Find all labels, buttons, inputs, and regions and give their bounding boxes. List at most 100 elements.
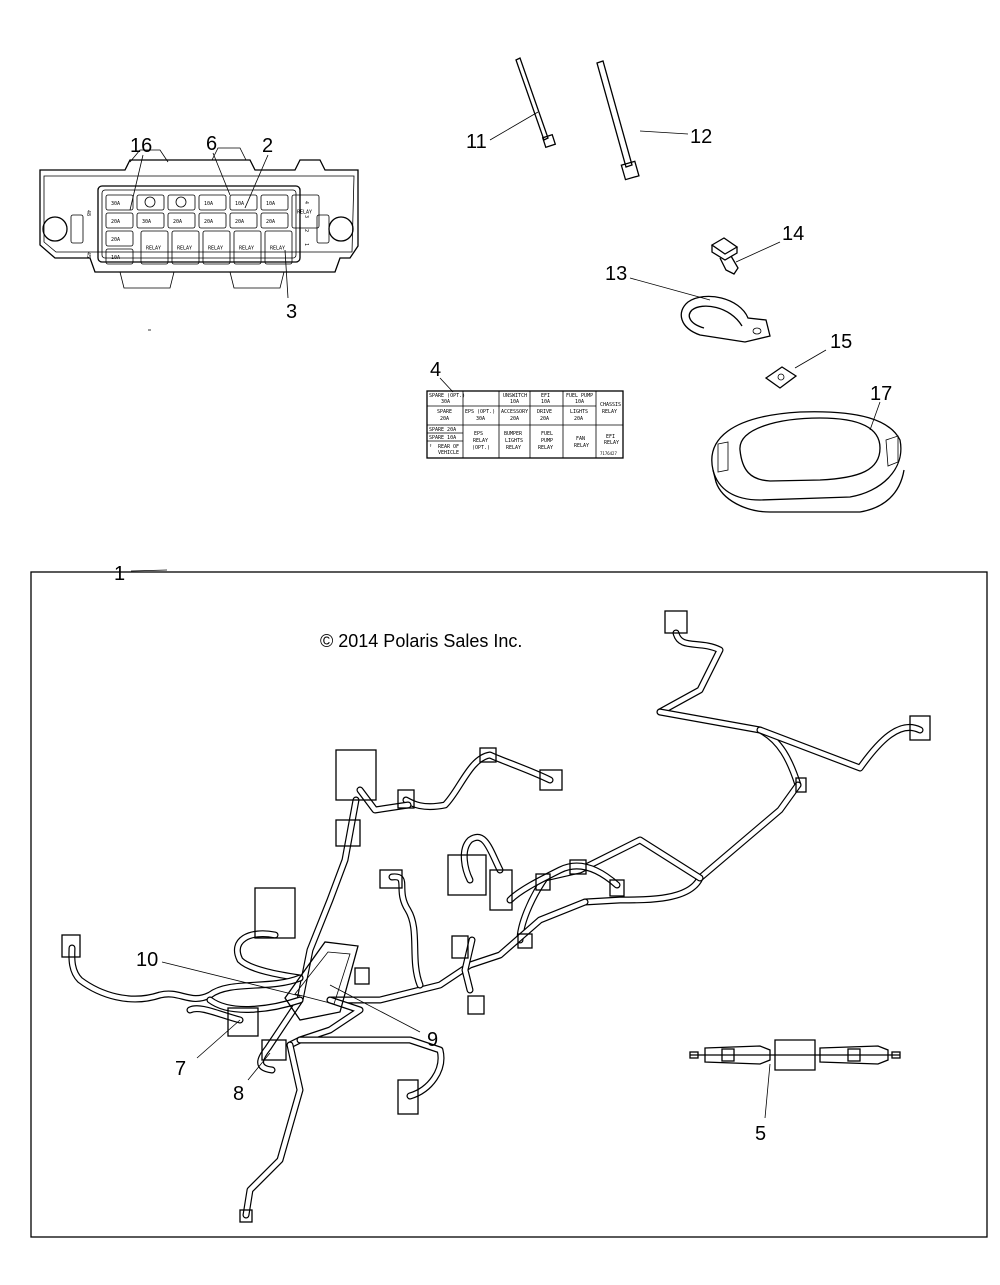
fuse-cell-label: RELAY	[146, 246, 161, 252]
fuse-cell	[198, 212, 227, 229]
fuse-cell-label: RELAY	[177, 246, 192, 252]
callout-labels: 1 2 3 4 5 6 7 8 9 10 11 12 13 14 15 17 1…	[114, 126, 892, 1145]
main-harness-drawing	[61, 610, 931, 1223]
fuse-box-side-2: 2	[303, 229, 309, 232]
fuse-cell-label: 20A	[235, 219, 244, 225]
svg-text:7176427: 7176427	[600, 451, 617, 456]
inline-fuse-5-drawing	[689, 1039, 901, 1071]
svg-text:RELAY: RELAY	[473, 438, 488, 444]
fuse-box-side-4: 4	[303, 201, 309, 204]
fuse-box-side-45: 45	[85, 252, 91, 258]
fuse-cell-label: RELAY	[270, 246, 285, 252]
harness-wire-inner	[657, 630, 723, 715]
cable-tie-12-drawing	[596, 60, 640, 181]
harness-wire-inner	[243, 1042, 303, 1218]
fuse-cell	[105, 230, 134, 247]
svg-text:EFI: EFI	[606, 434, 615, 440]
fuse-cell	[229, 194, 258, 211]
leader-lines	[129, 111, 881, 1119]
fuse-cell	[105, 194, 134, 211]
fuse-cell	[233, 230, 262, 265]
fuse-cell-label: 10A	[235, 201, 244, 207]
svg-text:SPARE 20A: SPARE 20A	[429, 427, 456, 433]
fuse-cell-label: RELAY	[239, 246, 254, 252]
svg-text:20A: 20A	[574, 416, 583, 422]
harness-wire-inner	[207, 997, 303, 1012]
fuse-cell	[140, 230, 169, 265]
callout-14: 14	[782, 223, 804, 245]
svg-text:20A: 20A	[540, 416, 549, 422]
p-clamp-13-drawing	[680, 295, 771, 343]
empty-fuse-slot	[175, 196, 187, 208]
harness-wire-inner	[287, 997, 363, 1048]
relay-cover-17-drawing	[711, 411, 905, 513]
callout-5: 5	[755, 1123, 766, 1145]
callout-2: 2	[262, 135, 273, 157]
svg-text:REAR OF: REAR OF	[438, 444, 459, 450]
svg-text:EPS (OPT.): EPS (OPT.)	[465, 409, 495, 415]
harness-wire	[296, 1036, 445, 1100]
callout-3: 3	[286, 301, 297, 323]
svg-text:UNSWITCH: UNSWITCH	[503, 393, 527, 399]
cable-tie-11-drawing	[515, 57, 557, 149]
svg-text:10A: 10A	[541, 399, 550, 405]
callout-9: 9	[427, 1029, 438, 1051]
fuse-cell	[198, 194, 227, 211]
fuse-cell	[136, 212, 165, 229]
push-rivet-14-drawing	[710, 237, 739, 275]
svg-text:10A: 10A	[510, 399, 519, 405]
fuse-cell-label: 20A	[204, 219, 213, 225]
fuse-box-side-3: 3	[303, 215, 309, 218]
callout-4: 4	[430, 359, 441, 381]
callout-7: 7	[175, 1058, 186, 1080]
fuse-box-side-1: 1	[303, 243, 309, 246]
fuse-cell	[291, 194, 320, 229]
fuse-cell-label: 20A	[266, 219, 275, 225]
fuse-cell-label: 20A	[173, 219, 182, 225]
harness-wire-inner	[507, 863, 620, 903]
callout-15: 15	[830, 331, 852, 353]
fuse-cell	[167, 212, 196, 229]
fuse-cell-label: RELAY	[297, 210, 312, 216]
harness-wire-inner	[69, 945, 303, 1002]
fuse-cell	[202, 230, 231, 265]
svg-text:SPARE 10A: SPARE 10A	[429, 435, 456, 441]
fuse-cell-label: RELAY	[208, 246, 223, 252]
svg-text:LIGHTS: LIGHTS	[505, 438, 523, 444]
svg-text:RELAY: RELAY	[506, 445, 521, 451]
svg-text:(OPT.): (OPT.)	[472, 445, 490, 451]
harness-wire-inner	[327, 899, 588, 1003]
fuse-cell	[105, 212, 134, 229]
svg-text:↑: ↑	[429, 443, 432, 449]
svg-text:10A: 10A	[575, 399, 584, 405]
svg-text:BUMPER: BUMPER	[504, 431, 523, 437]
fuse-cell	[136, 194, 165, 211]
fuse-cell-label: 10A	[111, 255, 120, 261]
fuse-cell	[264, 230, 293, 265]
svg-text:FUEL PUMP: FUEL PUMP	[566, 393, 593, 399]
svg-text:PUMP: PUMP	[541, 438, 553, 444]
svg-text:RELAY: RELAY	[604, 440, 619, 446]
callout-6: 6	[206, 133, 217, 155]
fuse-cell-label: 30A	[111, 201, 120, 207]
fuse-cell-label: 30A	[142, 219, 151, 225]
svg-text:VEHICLE: VEHICLE	[438, 450, 459, 456]
fuse-cell-label: 20A	[111, 237, 120, 243]
svg-text:EPS: EPS	[474, 431, 483, 437]
svg-text:20A: 20A	[510, 416, 519, 422]
harness-wire-inner	[258, 997, 303, 1073]
harness-wire-inner	[389, 874, 423, 988]
svg-text:FUEL: FUEL	[541, 431, 553, 437]
callout-1: 1	[114, 563, 125, 585]
empty-fuse-slot	[144, 196, 156, 208]
fuse-box-side-48: 48	[85, 210, 91, 216]
fuse-cell	[105, 248, 134, 265]
svg-text:FAN: FAN	[576, 436, 585, 442]
fuse-cell-label: 20A	[111, 219, 120, 225]
fuse-label-decal: SPARE (OPT.) 30A SPARE 20A SPARE 20A SPA…	[426, 390, 624, 459]
harness-wire-inner	[187, 1006, 243, 1023]
harness-wire-inner	[462, 937, 475, 993]
svg-text:CHASSIS: CHASSIS	[600, 402, 621, 408]
